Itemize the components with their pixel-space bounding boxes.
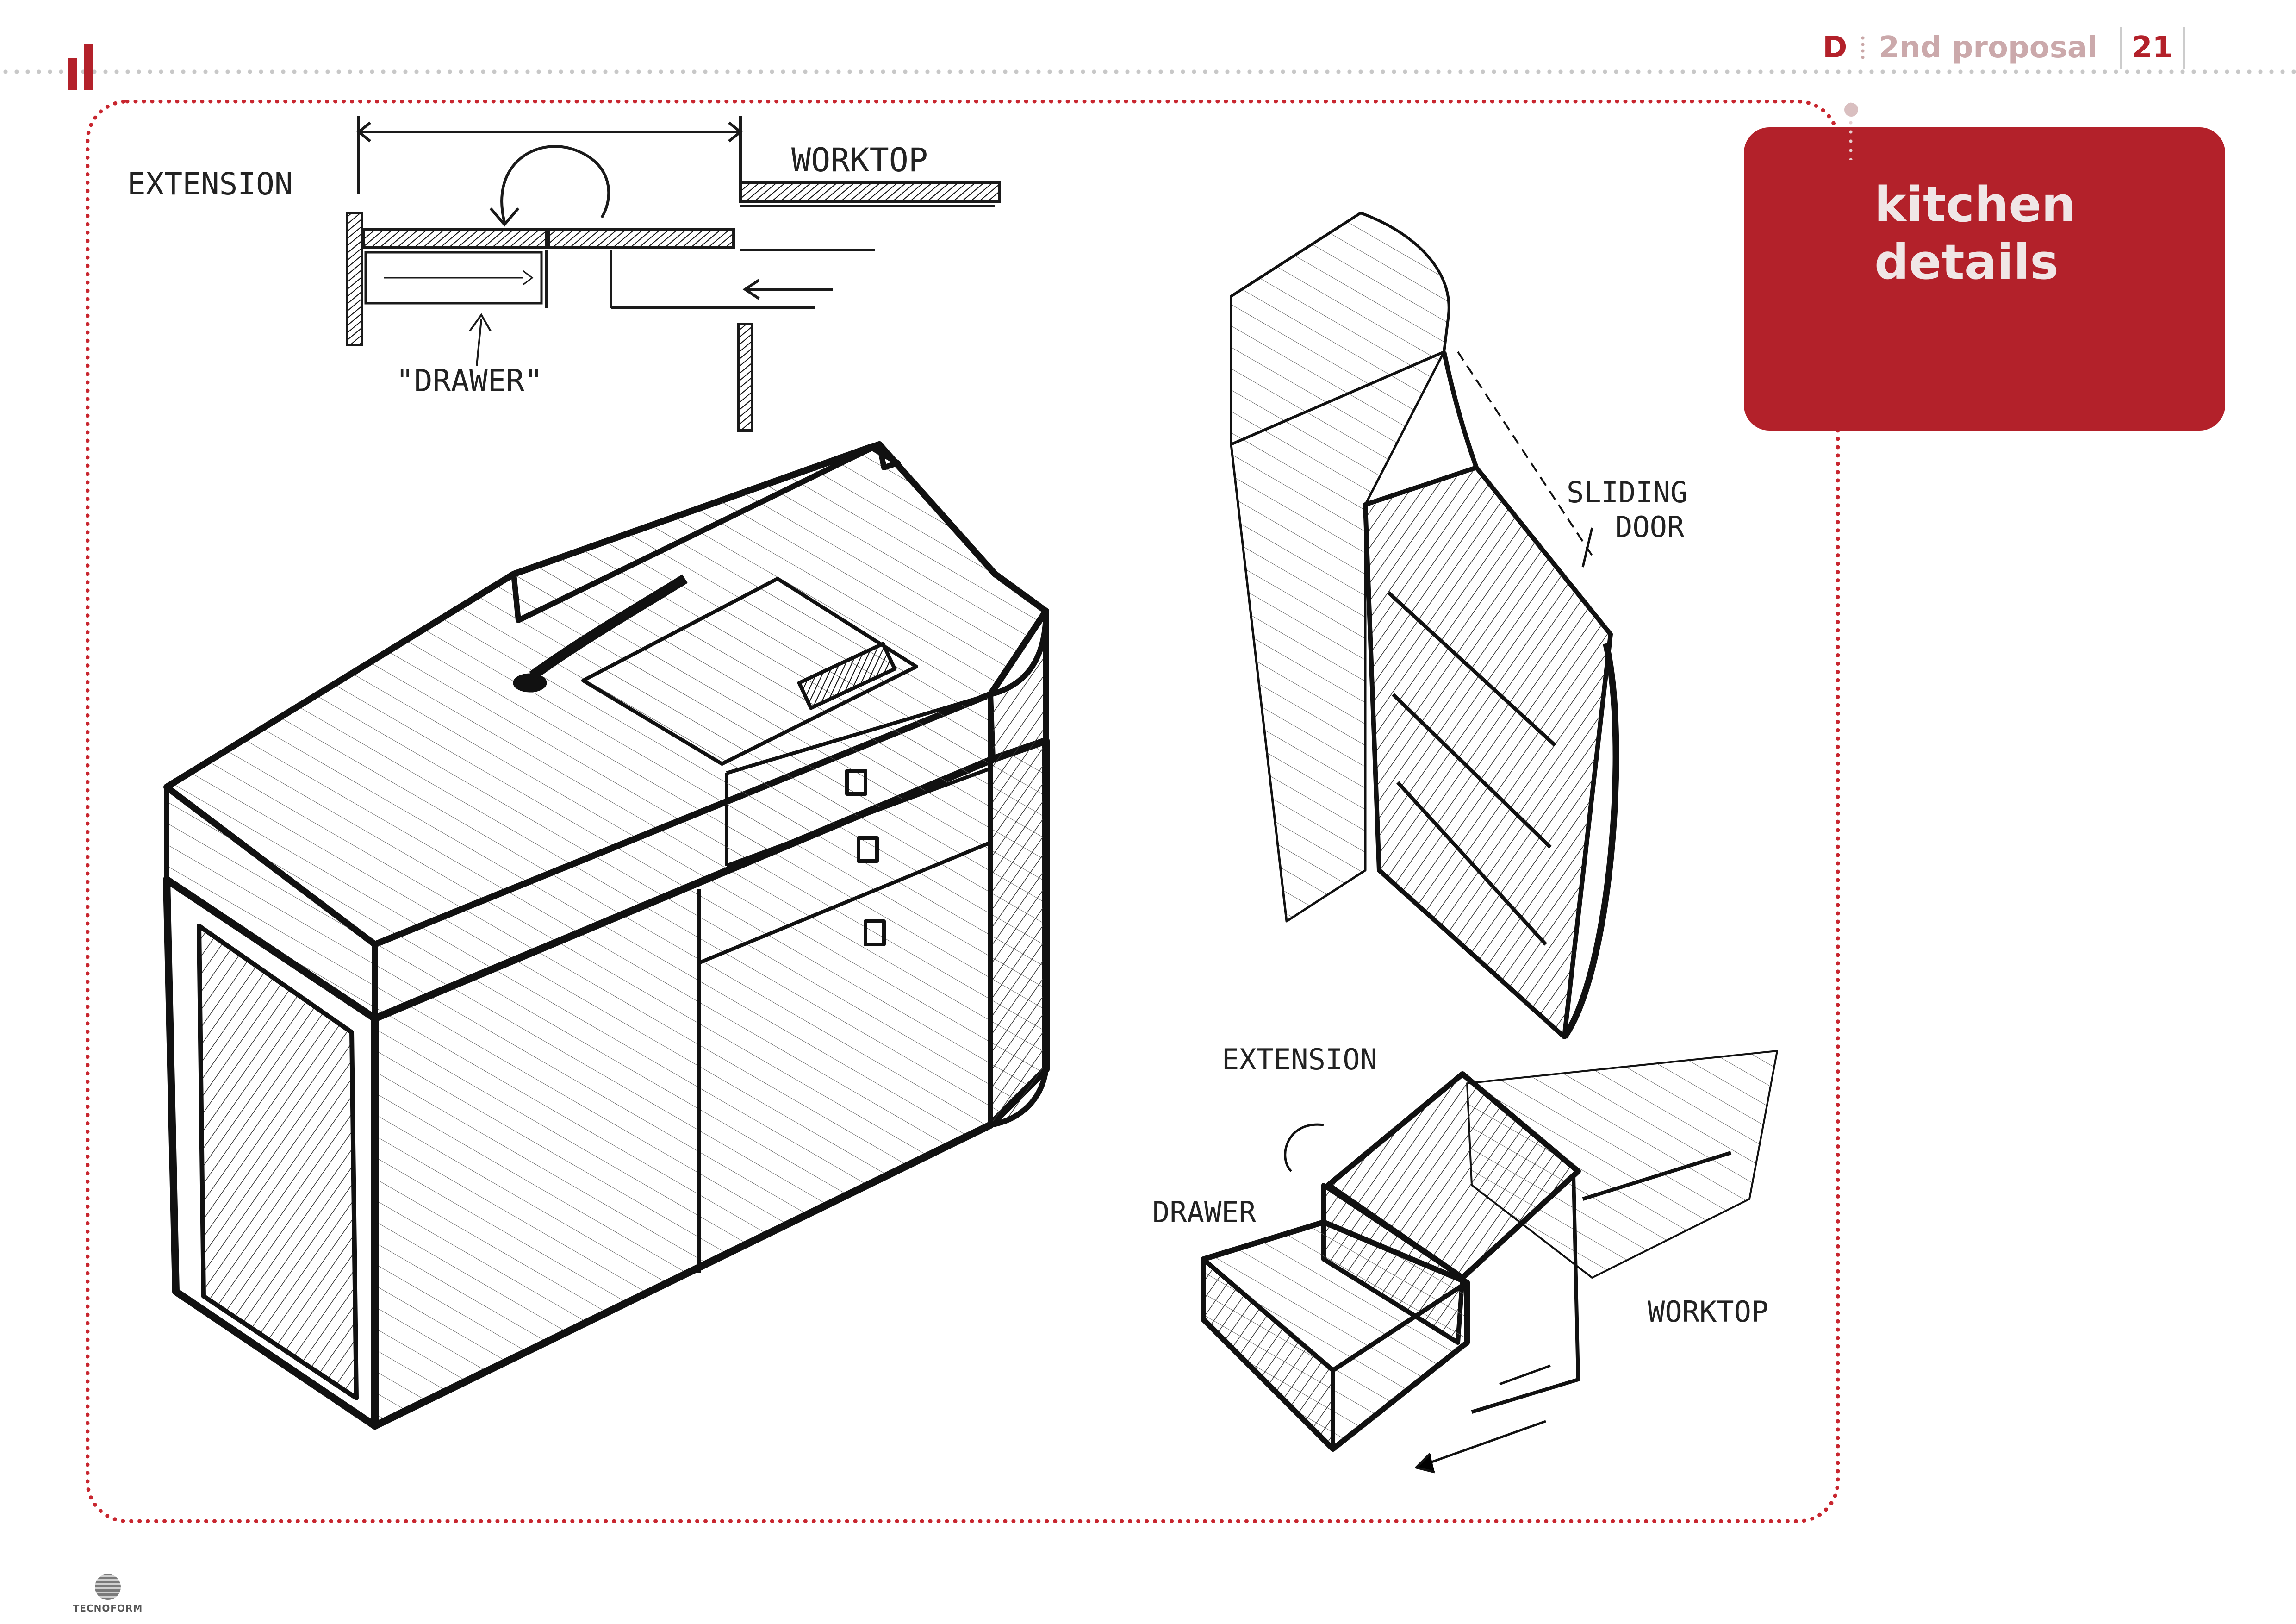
logo-bar-tall — [84, 44, 93, 90]
title-box — [1744, 127, 2225, 431]
label-drawer-top: "DRAWER" — [396, 363, 543, 399]
header-dot-separator — [1861, 35, 1865, 61]
sliding-door-sketch — [1230, 212, 1619, 1039]
label-extension-top: EXTENSION — [127, 166, 293, 202]
label-sliding-door-line1: SLIDING — [1567, 475, 1687, 509]
tecnoform-logo-icon — [95, 1574, 121, 1600]
label-sliding-door-line2: DOOR — [1615, 510, 1685, 544]
label-worktop-top: WORKTOP — [791, 141, 928, 179]
logo-bar-short — [68, 58, 77, 90]
section-letter: D — [1823, 31, 1848, 65]
page-header: D 2nd proposal 21 — [1823, 22, 2185, 73]
section-title: 2nd proposal — [1879, 31, 2097, 65]
title-connector-dot — [1844, 103, 1858, 117]
content-frame — [86, 100, 1840, 1523]
label-drawer-bottom: DRAWER — [1152, 1195, 1257, 1229]
kitchen-block-sketch — [163, 441, 1050, 1430]
label-extension-bottom: EXTENSION — [1222, 1043, 1377, 1076]
top-dotted-rule — [0, 69, 2296, 74]
drawer-extension-sketch — [1201, 1050, 1778, 1474]
title-connector — [1849, 100, 1853, 160]
plan-diagram — [346, 116, 1001, 432]
label-worktop-bottom: WORKTOP — [1648, 1295, 1768, 1329]
tecnoform-logo-text: TECNOFORM — [73, 1603, 143, 1614]
title-box-text: kitchen details — [1874, 176, 2076, 290]
page-number: 21 — [2119, 27, 2185, 69]
